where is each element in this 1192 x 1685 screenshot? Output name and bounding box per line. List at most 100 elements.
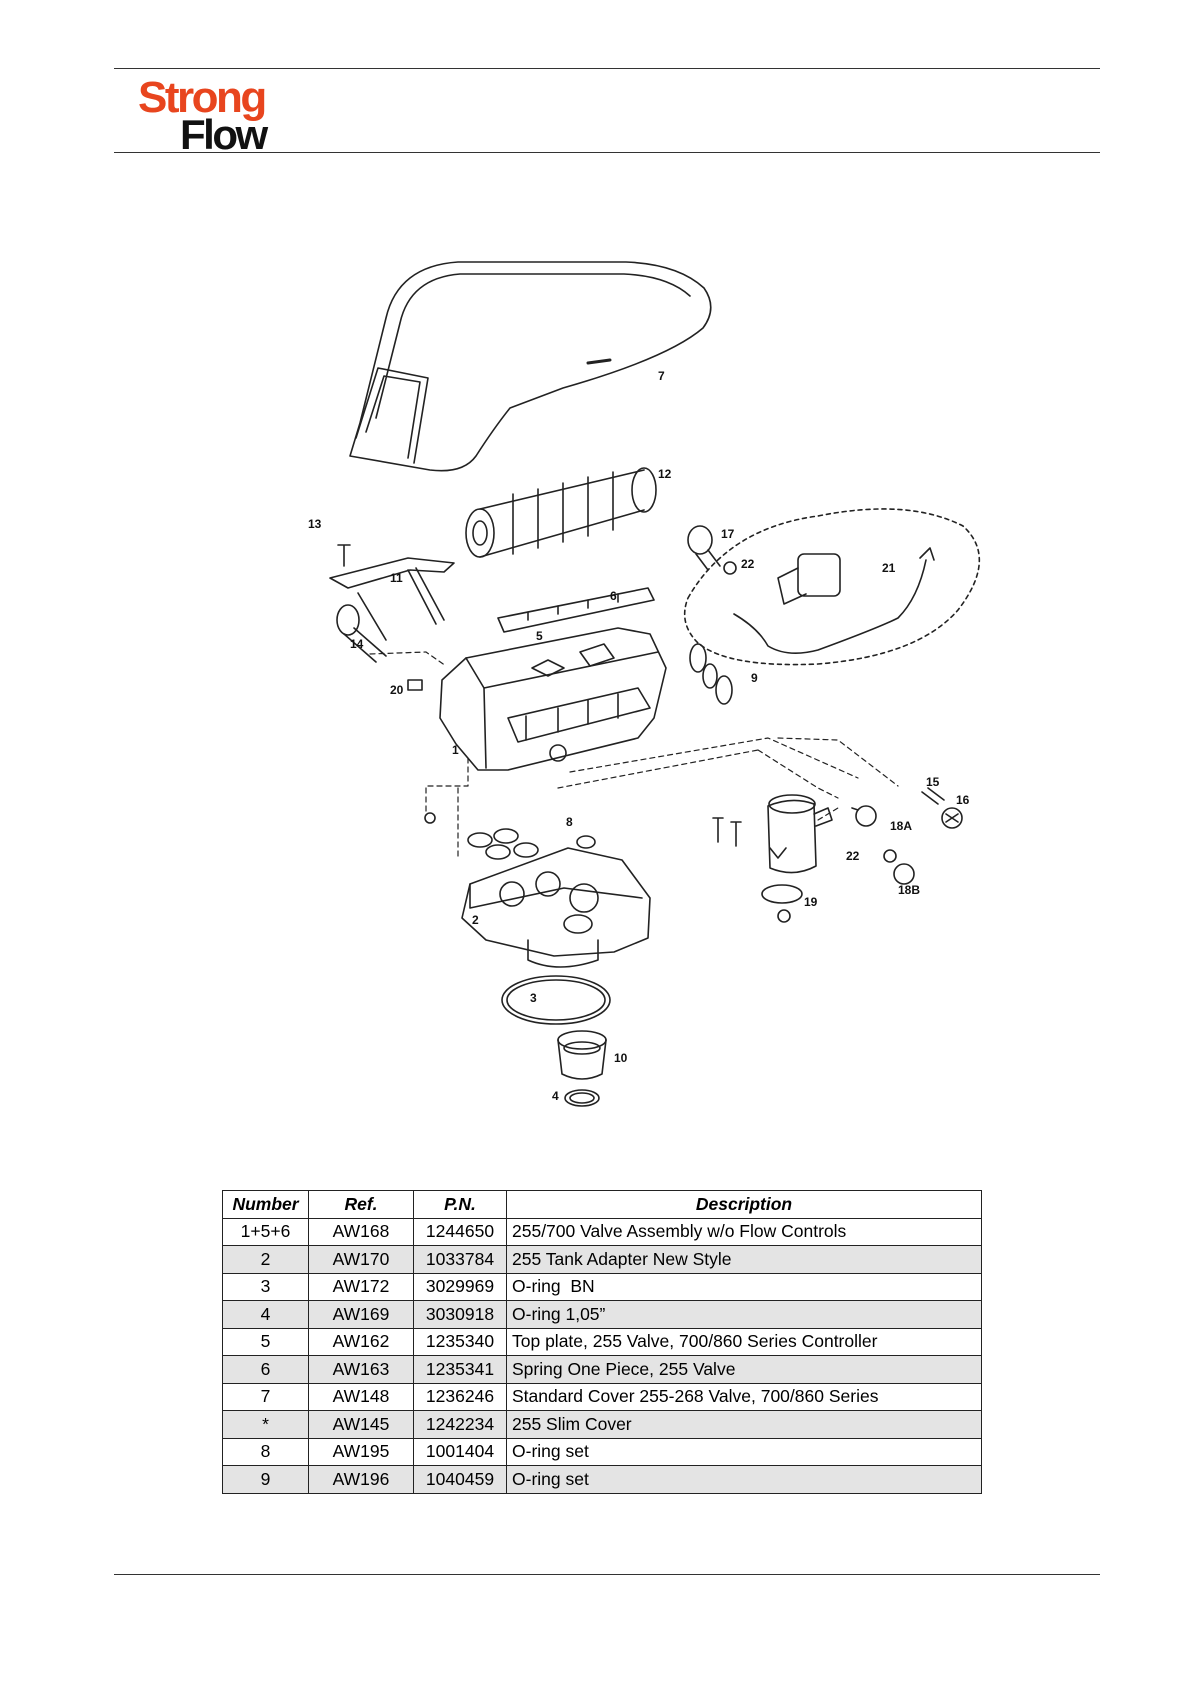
part-link — [329, 544, 455, 641]
cell-ref: AW162 — [308, 1327, 414, 1356]
table-row: 2 AW170 1033784 255 Tank Adapter New Sty… — [222, 1245, 982, 1274]
cell-pn: 1242234 — [413, 1410, 507, 1439]
cell-number: 9 — [222, 1465, 309, 1494]
callout-15: 15 — [926, 775, 940, 789]
cell-ref: AW163 — [308, 1355, 414, 1384]
table-header-row: Number Ref. P.N. Description — [222, 1190, 982, 1219]
table-row: 4 AW169 3030918 O-ring 1,05” — [222, 1300, 982, 1329]
cell-pn: 1033784 — [413, 1245, 507, 1274]
parts-table: Number Ref. P.N. Description 1+5+6 AW168… — [222, 1190, 982, 1494]
part-cap-18a — [851, 805, 877, 827]
cell-pn: 1040459 — [413, 1465, 507, 1494]
callout-17: 17 — [721, 527, 735, 541]
cell-description: O-ring set — [506, 1465, 982, 1494]
cell-pn: 3030918 — [413, 1300, 507, 1329]
callout-1: 1 — [452, 743, 459, 757]
col-header-pn: P.N. — [413, 1190, 507, 1219]
cell-ref: AW170 — [308, 1245, 414, 1274]
callout-6: 6 — [610, 589, 617, 603]
logo-word-strong: Strong — [138, 73, 267, 122]
cell-number: 2 — [222, 1245, 309, 1274]
part-motor — [683, 508, 981, 666]
callout-9: 9 — [751, 671, 758, 685]
part-orings-8 — [467, 828, 596, 860]
callout-4: 4 — [552, 1089, 559, 1103]
table-row: 5 AW162 1235340 Top plate, 255 Valve, 70… — [222, 1327, 982, 1356]
cell-number: 5 — [222, 1327, 309, 1356]
table-row: 1+5+6 AW168 1244650 255/700 Valve Assemb… — [222, 1217, 982, 1246]
part-cap-18b — [893, 863, 915, 885]
callout-12: 12 — [658, 467, 672, 481]
part-oring-19 — [761, 884, 803, 904]
cell-pn: 1001404 — [413, 1437, 507, 1466]
part-piston — [336, 604, 387, 663]
cell-pn: 1235341 — [413, 1355, 507, 1384]
callout-21: 21 — [882, 561, 896, 575]
cell-description: Spring One Piece, 255 Valve — [506, 1355, 982, 1384]
callout-19: 19 — [804, 895, 818, 909]
cell-ref: AW196 — [308, 1465, 414, 1494]
cell-description: 255 Slim Cover — [506, 1410, 982, 1439]
callout-13: 13 — [308, 517, 322, 531]
callout-16: 16 — [956, 793, 970, 807]
cell-description: 255/700 Valve Assembly w/o Flow Controls — [506, 1217, 982, 1246]
part-injector-15 — [921, 787, 945, 805]
part-orings-9 — [689, 643, 733, 705]
callout-22b: 22 — [846, 849, 860, 863]
table-row: 9 AW196 1040459 O-ring set — [222, 1465, 982, 1494]
part-tank-adapter — [461, 847, 651, 968]
part-spring — [497, 587, 655, 633]
callout-7: 7 — [658, 369, 665, 383]
part-plug-17 — [687, 525, 737, 575]
part-cover — [349, 261, 712, 472]
col-header-number: Number — [222, 1190, 309, 1219]
cell-ref: AW148 — [308, 1382, 414, 1411]
cell-ref: AW145 — [308, 1410, 414, 1439]
footer-rule — [114, 1574, 1100, 1575]
strongflow-logo: Strong Flow — [138, 76, 278, 156]
logo-word-flow: Flow — [180, 111, 268, 158]
callout-2: 2 — [472, 913, 479, 927]
cell-number: 1+5+6 — [222, 1217, 309, 1246]
part-camshaft — [465, 467, 657, 558]
exploded-valve-diagram: 7 12 13 17 22 21 11 6 14 5 9 20 1 15 16 … — [308, 261, 981, 1107]
part-injector-housing — [761, 794, 833, 923]
callout-11: 11 — [390, 571, 403, 585]
callout-18b: 18B — [898, 883, 920, 897]
table-row: 6 AW163 1235341 Spring One Piece, 255 Va… — [222, 1355, 982, 1384]
cell-description: Standard Cover 255-268 Valve, 700/860 Se… — [506, 1382, 982, 1411]
table-row: 8 AW195 1001404 O-ring set — [222, 1437, 982, 1466]
cell-number: * — [222, 1410, 309, 1439]
cell-pn: 1235340 — [413, 1327, 507, 1356]
cell-number: 8 — [222, 1437, 309, 1466]
cell-pn: 1236246 — [413, 1382, 507, 1411]
part-clip — [407, 679, 423, 691]
cell-description: O-ring 1,05” — [506, 1300, 982, 1329]
cell-number: 6 — [222, 1355, 309, 1384]
cell-ref: AW168 — [308, 1217, 414, 1246]
cell-description: O-ring set — [506, 1437, 982, 1466]
callout-14: 14 — [350, 637, 364, 651]
part-oring-4 — [564, 1089, 600, 1107]
part-cap-16 — [941, 807, 963, 829]
col-header-description: Description — [506, 1190, 982, 1219]
cell-ref: AW195 — [308, 1437, 414, 1466]
cell-number: 3 — [222, 1272, 309, 1301]
cell-ref: AW172 — [308, 1272, 414, 1301]
part-distributor-adapter — [557, 1030, 607, 1080]
cell-pn: 3029969 — [413, 1272, 507, 1301]
col-header-ref: Ref. — [308, 1190, 414, 1219]
callout-20: 20 — [390, 683, 404, 697]
cell-number: 7 — [222, 1382, 309, 1411]
callout-8: 8 — [566, 815, 573, 829]
header-bottom-rule — [114, 152, 1100, 153]
callout-10: 10 — [614, 1051, 628, 1065]
part-oring-3 — [501, 975, 611, 1025]
table-row: * AW145 1242234 255 Slim Cover — [222, 1410, 982, 1439]
table-row: 7 AW148 1236246 Standard Cover 255-268 V… — [222, 1382, 982, 1411]
table-row: 3 AW172 3029969 O-ring BN — [222, 1272, 982, 1301]
callout-5: 5 — [536, 629, 543, 643]
cell-ref: AW169 — [308, 1300, 414, 1329]
callout-3: 3 — [530, 991, 537, 1005]
part-valve-body — [439, 627, 667, 771]
